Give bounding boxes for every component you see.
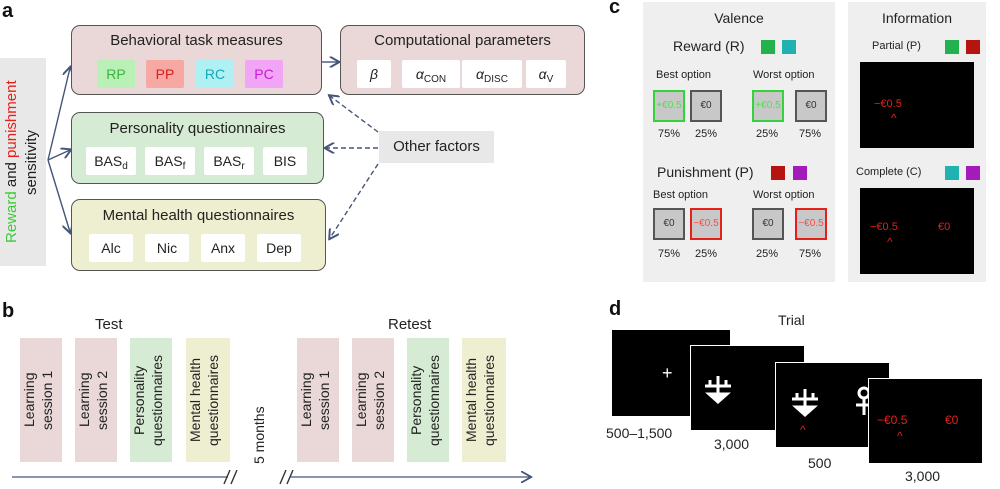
mental-box: Mental health questionnaires Alc Nic Anx… bbox=[71, 199, 326, 271]
reward-best-zero: €0 bbox=[690, 90, 722, 122]
punishment-label: Punishment (P) bbox=[657, 164, 754, 180]
personality-box: Personality questionnaires BASd BASf BAS… bbox=[71, 112, 324, 184]
retest-label: Retest bbox=[388, 316, 432, 333]
valence-panel: Valence Reward (R) Best option Worst opt… bbox=[643, 2, 835, 282]
reward-worst-label: Worst option bbox=[753, 69, 815, 81]
duration-2: 3,000 bbox=[714, 436, 750, 452]
pun-best-loss: −€0.5 bbox=[690, 208, 722, 240]
bis: BIS bbox=[263, 147, 307, 175]
bas-r: BASr bbox=[204, 147, 254, 175]
item-anx: Anx bbox=[201, 234, 245, 262]
reward-swatch-green bbox=[761, 40, 775, 54]
item-dep: Dep bbox=[257, 234, 301, 262]
computational-box: Computational parameters β αCON αDISC αV bbox=[340, 25, 585, 95]
reward-worst-prob-2: 75% bbox=[799, 128, 822, 140]
complete-label: Complete (C) bbox=[856, 166, 922, 178]
chip-rp: RP bbox=[97, 60, 135, 88]
pun-best-prob-1: 75% bbox=[658, 248, 681, 260]
symbol-chosen-icon bbox=[792, 389, 818, 418]
pun-worst-prob-2: 75% bbox=[799, 248, 822, 260]
valence-title: Valence bbox=[714, 10, 764, 26]
complete-swatch-purple bbox=[966, 166, 980, 180]
pun-worst-label: Worst option bbox=[753, 189, 815, 201]
complete-screen-caret: ^ bbox=[887, 235, 893, 249]
pun-best-prob-2: 25% bbox=[695, 248, 718, 260]
reward-worst-win: +€0.5 bbox=[752, 90, 784, 122]
pun-worst-zero: €0 bbox=[752, 208, 784, 240]
partial-swatch-red bbox=[966, 40, 980, 54]
selection-caret: ^ bbox=[800, 423, 806, 437]
chip-rc: RC bbox=[196, 60, 234, 88]
complete-screen: −€0.5 €0 ^ bbox=[860, 188, 974, 274]
reward-best-win: +€0.5 bbox=[653, 90, 685, 122]
five-months-label: 5 months bbox=[251, 406, 267, 464]
bas-d: BASd bbox=[86, 147, 136, 175]
panel-c-letter: c bbox=[609, 0, 621, 18]
information-title: Information bbox=[881, 10, 953, 26]
panel-a-arrows bbox=[47, 0, 379, 290]
panel-a-letter: a bbox=[2, 0, 14, 22]
reward-best-prob-2: 25% bbox=[695, 128, 718, 140]
partial-screen: −€0.5 ^ bbox=[860, 62, 974, 148]
pun-worst-loss: −€0.5 bbox=[795, 208, 827, 240]
bas-f: BASf bbox=[145, 147, 195, 175]
timeline bbox=[12, 470, 540, 485]
panel-b-letter: b bbox=[2, 300, 15, 322]
duration-1: 500–1,500 bbox=[606, 425, 673, 441]
fixation-cross: + bbox=[662, 363, 673, 383]
mental-title: Mental health questionnaires bbox=[102, 207, 295, 224]
complete-screen-left: −€0.5 bbox=[870, 221, 898, 233]
reward-best-prob-1: 75% bbox=[658, 128, 681, 140]
reward-worst-zero: €0 bbox=[795, 90, 827, 122]
partial-screen-caret: ^ bbox=[891, 111, 897, 125]
pun-worst-prob-1: 25% bbox=[756, 248, 779, 260]
outcome-caret: ^ bbox=[897, 429, 903, 443]
information-panel: Information Partial (P) −€0.5 ^ Complete… bbox=[848, 2, 986, 282]
chip-pc: PC bbox=[245, 60, 283, 88]
reward-label: Reward (R) bbox=[673, 38, 745, 54]
item-alc: Alc bbox=[89, 234, 133, 262]
item-nic: Nic bbox=[145, 234, 189, 262]
pun-swatch-purple bbox=[793, 166, 807, 180]
duration-3: 500 bbox=[808, 455, 832, 471]
param-alpha-con: αCON bbox=[402, 60, 460, 88]
complete-swatch-teal bbox=[945, 166, 959, 180]
complete-screen-right: €0 bbox=[938, 221, 951, 233]
outcome-left: −€0.5 bbox=[877, 413, 908, 427]
behavioral-box: Behavioral task measures RP PP RC PC bbox=[71, 25, 322, 95]
other-factors: Other factors bbox=[379, 131, 494, 163]
duration-4: 3,000 bbox=[905, 468, 941, 484]
trial-title: Trial bbox=[778, 312, 805, 328]
reward-swatch-teal bbox=[782, 40, 796, 54]
pun-swatch-red bbox=[771, 166, 785, 180]
param-beta: β bbox=[357, 60, 391, 88]
reward-best-label: Best option bbox=[656, 69, 712, 81]
chip-pp: PP bbox=[146, 60, 184, 88]
behavioral-title: Behavioral task measures bbox=[110, 32, 283, 49]
panel-d-letter: d bbox=[609, 298, 622, 320]
partial-screen-value: −€0.5 bbox=[874, 98, 902, 110]
outcome-right: €0 bbox=[945, 413, 959, 427]
partial-swatch-green bbox=[945, 40, 959, 54]
symbol-left-icon bbox=[705, 376, 731, 405]
pun-best-label: Best option bbox=[653, 189, 709, 201]
param-alpha-v: αV bbox=[526, 60, 566, 88]
param-alpha-disc: αDISC bbox=[462, 60, 522, 88]
pun-best-zero: €0 bbox=[653, 208, 685, 240]
partial-label: Partial (P) bbox=[872, 40, 921, 52]
computational-title: Computational parameters bbox=[374, 32, 551, 49]
outcome-screen: −€0.5 €0 ^ bbox=[868, 378, 983, 464]
test-label: Test bbox=[95, 316, 123, 333]
personality-title: Personality questionnaires bbox=[109, 120, 286, 137]
reward-worst-prob-1: 25% bbox=[756, 128, 779, 140]
